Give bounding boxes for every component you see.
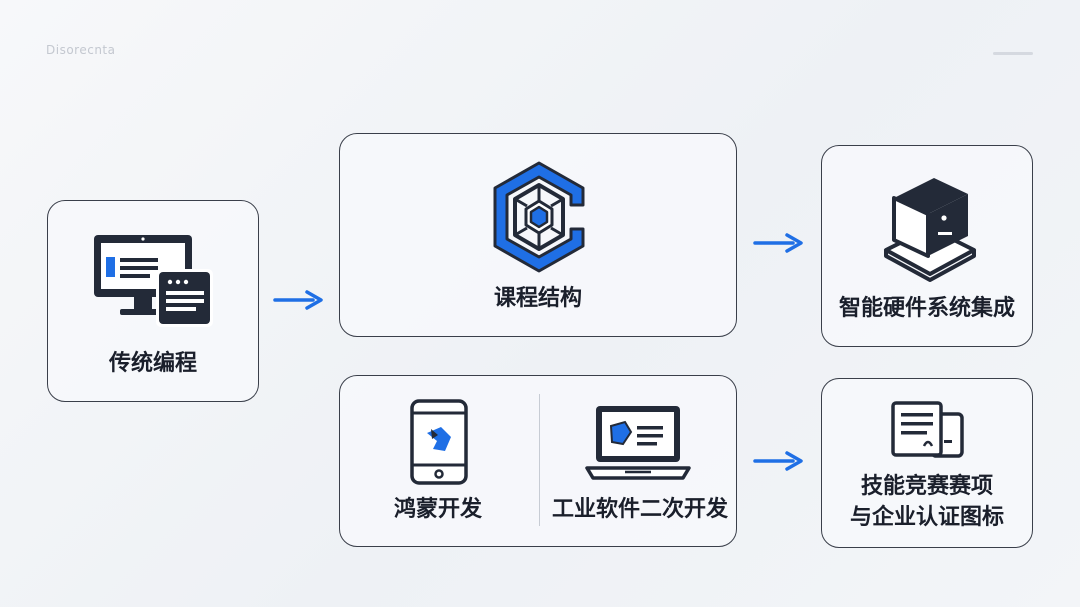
- node-label-harmony: 鸿蒙开发: [393, 497, 482, 522]
- node-label-competition-line1: 技能竞赛赛项: [860, 474, 993, 499]
- node-label-industrial: 工业软件二次开发: [551, 497, 728, 522]
- certificate-documents-icon: [891, 401, 964, 458]
- desktop-monitor-icon: [94, 235, 213, 327]
- node-label-course: 课程结构: [493, 286, 582, 311]
- node-smart-hardware: 智能硬件系统集成: [821, 145, 1033, 347]
- node-competition-certification: 技能竞赛赛项 与企业认证图标: [821, 378, 1033, 548]
- node-label-traditional: 传统编程: [108, 351, 197, 376]
- smartphone-icon: [410, 399, 468, 485]
- node-traditional-programming: 传统编程: [47, 200, 259, 402]
- corner-line-decoration: [993, 52, 1033, 55]
- hexagon-structure-icon: [493, 161, 585, 273]
- arrow-right-icon: [753, 451, 803, 471]
- arrow-right-icon: [753, 233, 803, 253]
- corner-caption: Disorecnta: [46, 43, 116, 57]
- hardware-cube-icon: [884, 178, 976, 282]
- node-label-hardware: 智能硬件系统集成: [838, 296, 1015, 321]
- node-label-competition-line2: 与企业认证图标: [849, 505, 1004, 530]
- node-course-structure: 课程结构: [339, 133, 737, 337]
- arrow-right-icon: [273, 290, 323, 310]
- divider: [539, 394, 540, 526]
- laptop-icon: [585, 406, 691, 480]
